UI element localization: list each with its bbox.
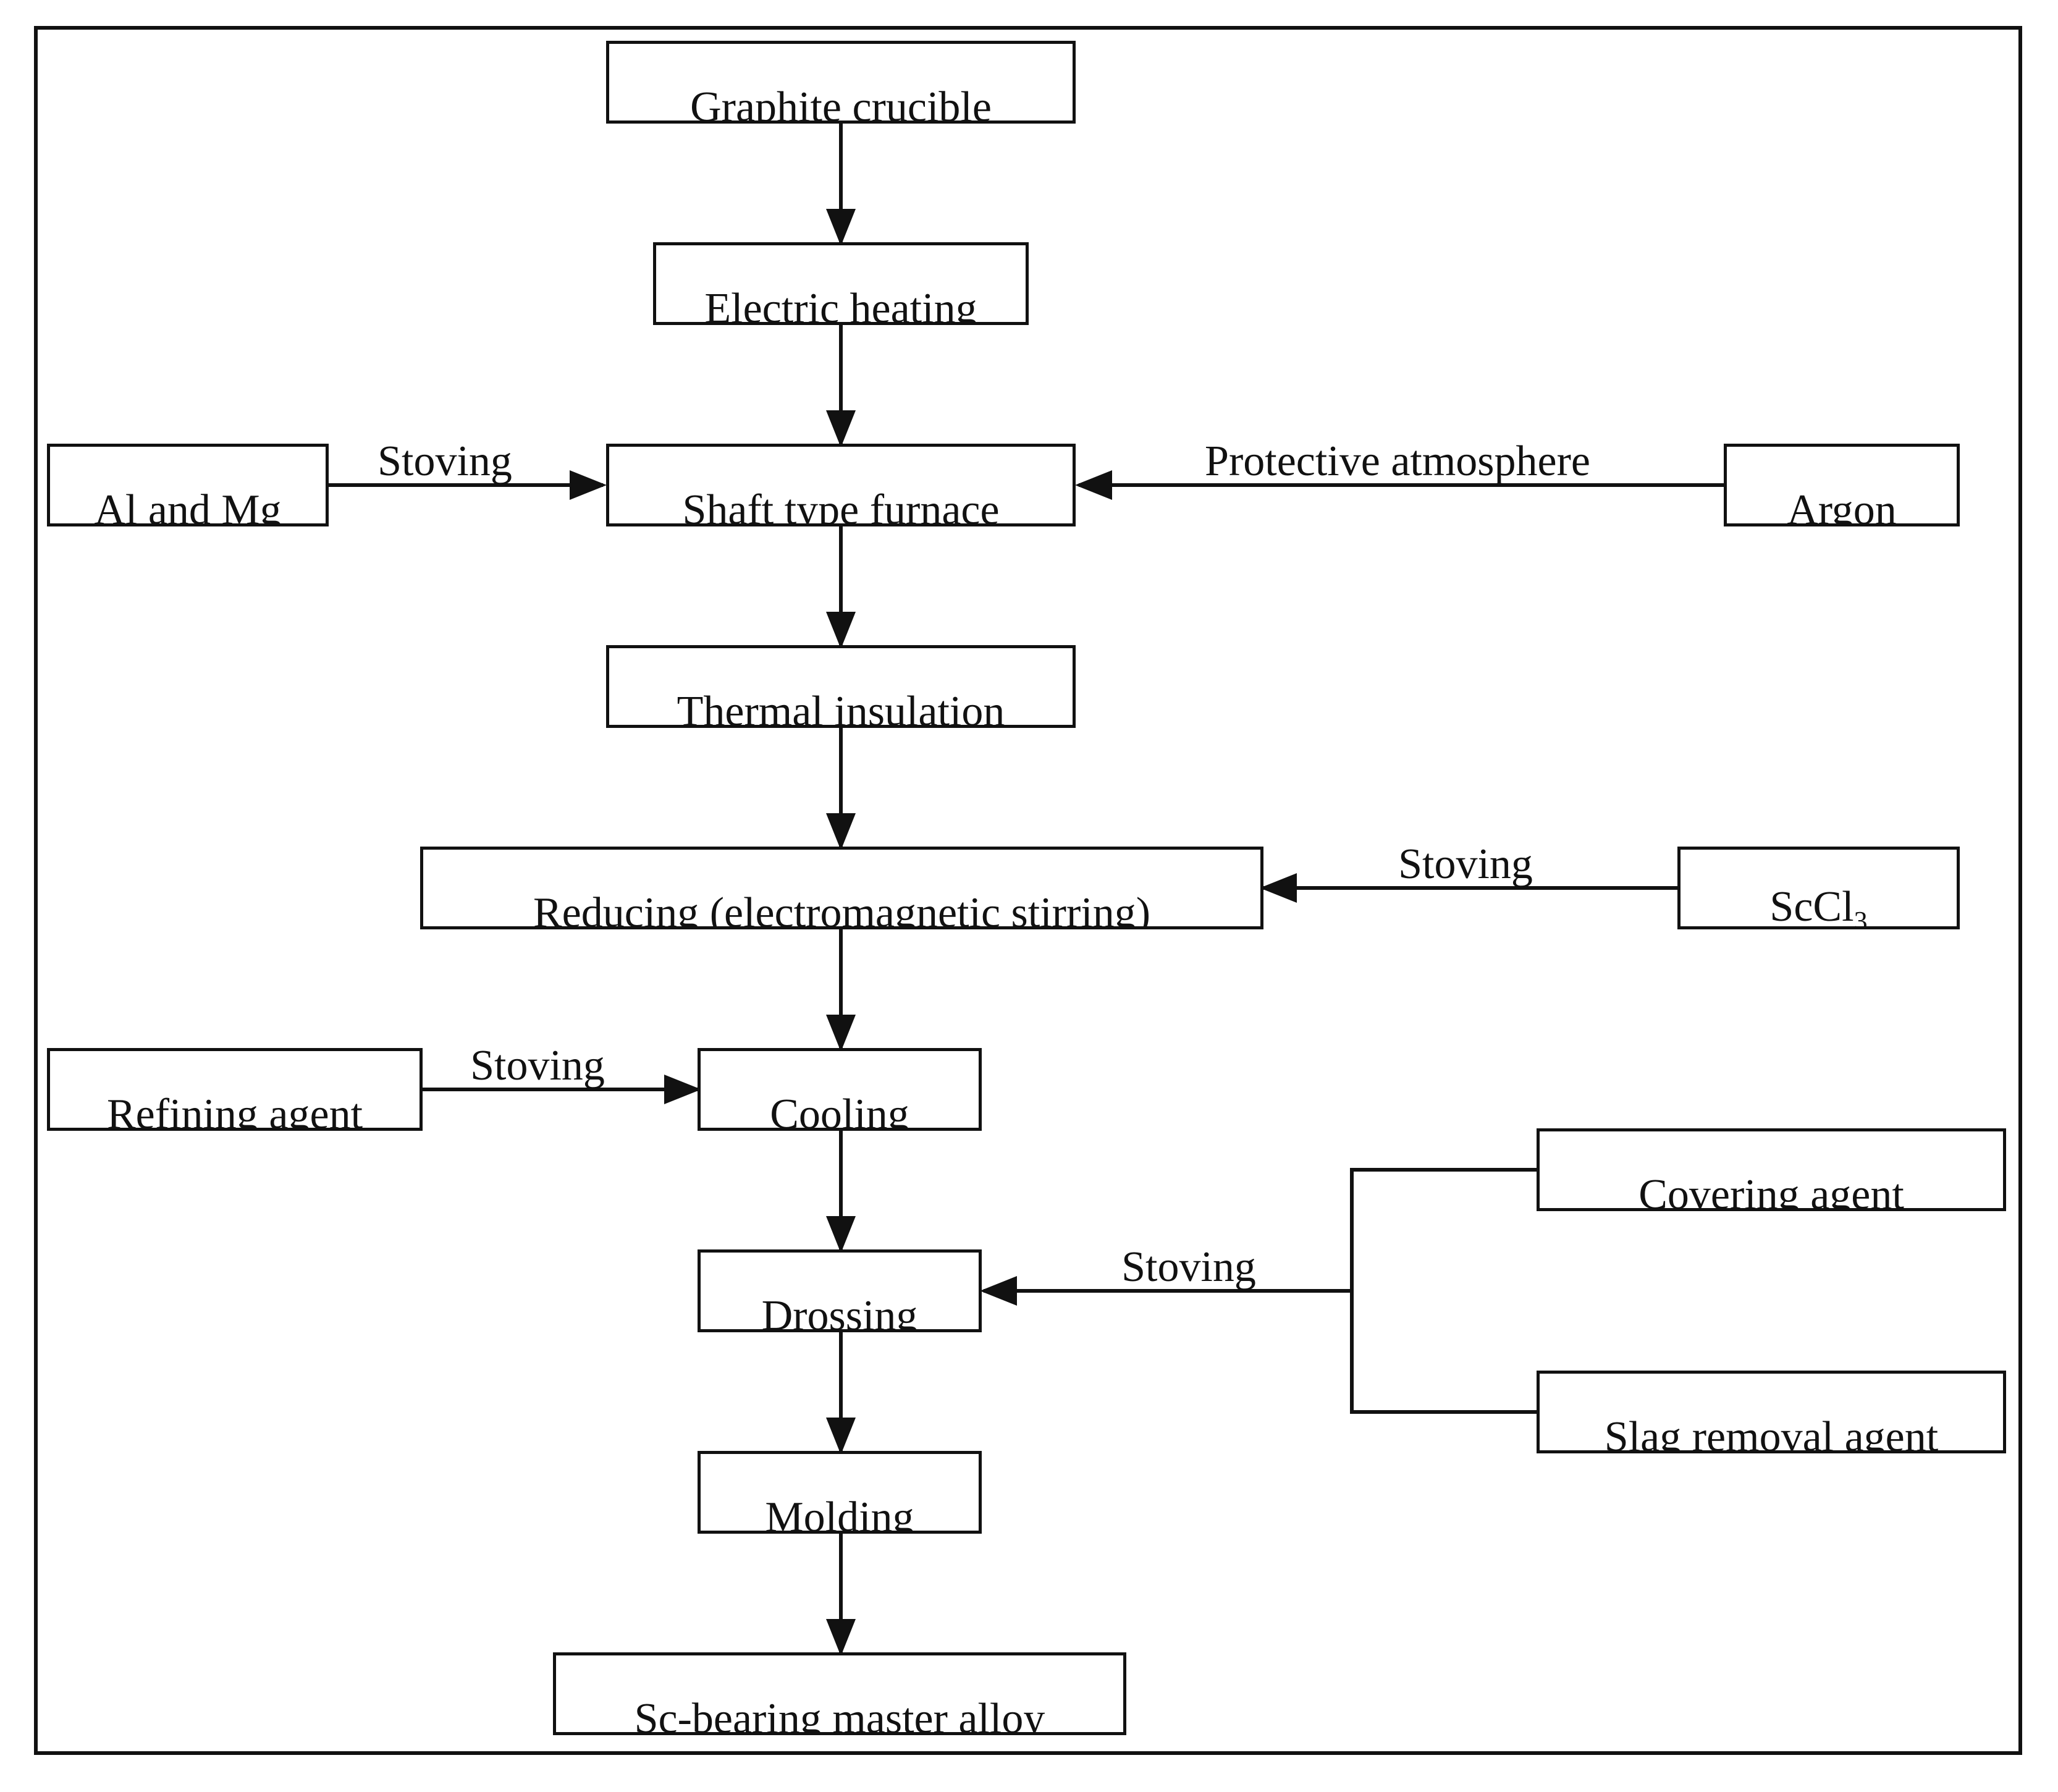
node-label: Graphite crucible bbox=[690, 83, 992, 124]
edge-label-protective-atmosphere: Protective atmosphere bbox=[1205, 437, 1590, 485]
node-drossing: Drossing bbox=[698, 1249, 982, 1332]
node-label: Covering agent bbox=[1638, 1171, 1904, 1211]
diagram-frame bbox=[34, 26, 2022, 1755]
node-label: Drossing bbox=[761, 1292, 918, 1332]
sccl3-subscript: 3 bbox=[1853, 906, 1868, 929]
node-graphite-crucible: Graphite crucible bbox=[606, 41, 1076, 124]
sccl3-formula: ScCl bbox=[1769, 883, 1854, 929]
node-slag-removal-agent: Slag removal agent bbox=[1537, 1371, 2006, 1453]
edge-label-sccl3-stoving: Stoving bbox=[1398, 840, 1533, 888]
node-refining-agent: Refining agent bbox=[47, 1048, 423, 1131]
node-label: Thermal insulation bbox=[677, 688, 1005, 728]
node-shaft-type-furnace: Shaft type furnace bbox=[606, 444, 1076, 526]
node-reducing: Reducing (electromagnetic stirring) bbox=[420, 847, 1263, 929]
node-label: Cooling bbox=[770, 1091, 909, 1131]
edge-label-refining-stoving: Stoving bbox=[470, 1042, 605, 1089]
node-thermal-insulation: Thermal insulation bbox=[606, 645, 1076, 728]
node-sc-bearing-master-alloy: Sc-bearing master alloy bbox=[553, 1652, 1126, 1735]
node-sccl3: ScCl3 bbox=[1677, 847, 1960, 929]
node-label: Molding bbox=[765, 1494, 914, 1534]
node-label: Electric heating bbox=[704, 285, 977, 325]
node-label: Reducing (electromagnetic stirring) bbox=[533, 889, 1151, 929]
node-electric-heating: Electric heating bbox=[653, 242, 1029, 325]
node-label: Shaft type furnace bbox=[682, 486, 1000, 526]
node-label: Sc-bearing master alloy bbox=[634, 1695, 1045, 1735]
node-argon: Argon bbox=[1724, 444, 1960, 526]
node-label: Al and Mg bbox=[94, 486, 282, 526]
edge-label-agents-stoving: Stoving bbox=[1121, 1243, 1256, 1291]
node-label: Refining agent bbox=[106, 1091, 363, 1131]
node-label: ScCl3 bbox=[1769, 883, 1868, 929]
edge-label-al-mg-stoving: Stoving bbox=[377, 437, 512, 485]
node-molding: Molding bbox=[698, 1451, 982, 1534]
node-label: Slag removal agent bbox=[1604, 1413, 1939, 1453]
node-al-and-mg: Al and Mg bbox=[47, 444, 329, 526]
node-label: Argon bbox=[1787, 486, 1897, 526]
node-covering-agent: Covering agent bbox=[1537, 1128, 2006, 1211]
node-cooling: Cooling bbox=[698, 1048, 982, 1131]
